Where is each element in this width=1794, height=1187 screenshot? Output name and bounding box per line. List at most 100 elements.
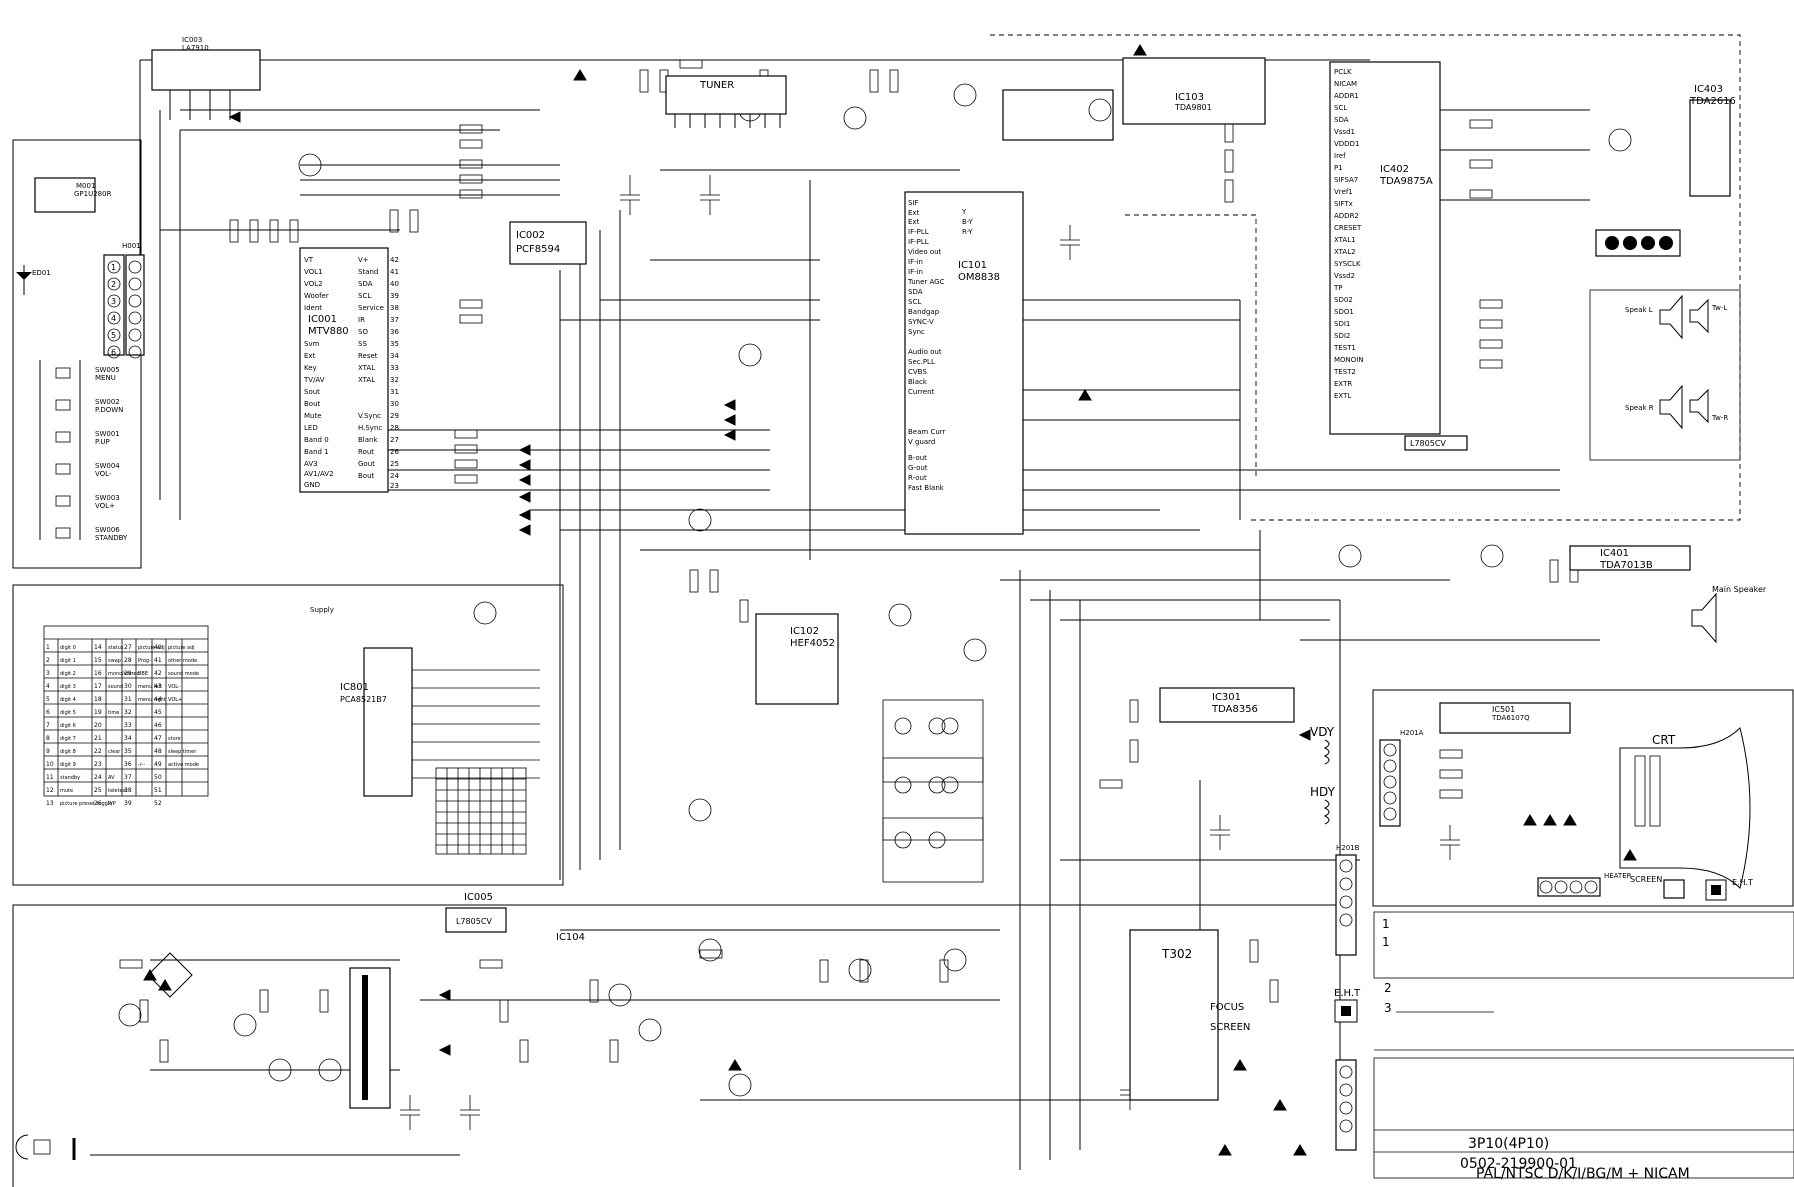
reg-label: L7805CV (1410, 439, 1446, 448)
ic001-pin-left: Sout (304, 388, 320, 396)
ic402-pin: EXTR (1334, 380, 1352, 388)
remote-table-cell: 8 (46, 735, 50, 742)
svg-text:SW001: SW001 (95, 430, 120, 438)
h001-pin-2: 2 (111, 280, 116, 289)
power-panel-frame (12, 904, 1340, 1187)
ic101-pin: Video out (908, 248, 942, 256)
speak-r-label: Speak R (1625, 404, 1654, 412)
hdy-label: HDY (1310, 785, 1336, 799)
ic001-pin-num: 24 (390, 472, 399, 480)
remote-table-cell: P/P (108, 801, 116, 807)
remote-table-cell: 30 (124, 683, 132, 690)
ic003-ref: IC003 (182, 36, 202, 44)
remote-table-cell: 28 (124, 657, 132, 664)
ic402-pin: SYSCLK (1334, 260, 1361, 268)
screen-label: SCREEN (1630, 875, 1662, 884)
svg-text:SW002: SW002 (95, 398, 120, 406)
tda9801-ic-frame (1002, 89, 1114, 141)
ic101-ref: IC101 (958, 260, 987, 271)
ic001-sig-right: IR (358, 316, 365, 324)
ic402-pin: VDDD1 (1334, 140, 1359, 148)
m001-part: GP1U280R (74, 190, 112, 198)
remote-key-table (43, 625, 209, 797)
ic001-pin-num: 39 (390, 292, 399, 300)
remote-table-cell: digit 0 (60, 645, 76, 651)
remote-table-cell: store (168, 736, 181, 742)
ic402-pin: P1 (1334, 164, 1343, 172)
ic001-sig-right: Service (358, 304, 384, 312)
ic001-pin-num: 32 (390, 376, 399, 384)
remote-table-cell: 22 (94, 748, 102, 755)
ic001-sig-right: H.Sync (358, 424, 382, 432)
remote-table-cell: 45 (154, 709, 162, 716)
remote-table-cell: 6 (46, 709, 50, 716)
remote-table-cell: 12 (46, 787, 54, 794)
remote-table-cell: 19 (94, 709, 102, 716)
t302-label: T302 (1161, 947, 1192, 961)
remote-panel-frame (12, 584, 564, 886)
ic101-pin: Ext (908, 209, 920, 217)
remote-table-cell: digit 1 (60, 658, 76, 664)
ic402-pin: SIFSA7 (1334, 176, 1358, 184)
ic402-pin: PCLK (1334, 68, 1352, 76)
remote-table-cell: 44 (154, 696, 162, 703)
remote-table-cell: -/-- (138, 762, 145, 768)
ic001-pin-num: 42 (390, 256, 399, 264)
ic101-block: IC101 OM8838 SIF Ext Ext IF-PLL IF-PLL V… (904, 191, 1024, 535)
remote-table-cell: 1 (46, 644, 50, 651)
ic001-pin-num: 25 (390, 460, 399, 468)
ic101-pin: Tuner AGC (907, 278, 945, 286)
remote-table-cell: 17 (94, 683, 102, 690)
remote-table-cell: BBE (138, 671, 148, 677)
ic101-pin: Beam Curr (908, 428, 946, 436)
ic402-pin: TEST1 (1333, 344, 1356, 352)
ic001-pin-left: Mute (304, 412, 322, 420)
ic101-pin: IF-in (908, 258, 923, 266)
ic001-pin-left: LED (304, 424, 318, 432)
ic101-pin: Current (908, 388, 935, 396)
remote-table-cell: 11 (46, 774, 54, 781)
speaker-terminal (1595, 229, 1681, 257)
ic102-ref: IC102 (790, 626, 819, 637)
eht-label: E.H.T (1334, 988, 1361, 999)
remote-table-cell: sound (108, 684, 123, 690)
remote-table-cell: sleep timer (168, 749, 197, 755)
ic101-pin: Y (961, 208, 967, 216)
ic005-type: L7805CV (456, 917, 492, 926)
speak-l-label: Speak L (1625, 306, 1653, 314)
remote-table-cell: 42 (154, 670, 162, 677)
ic001-pin-left: Key (304, 364, 317, 372)
ic101-pin: Black (908, 378, 928, 386)
remote-table-cell: digit 8 (60, 749, 76, 755)
ic001-ref: IC001 (308, 314, 337, 325)
ic005-ref: IC005 (464, 892, 493, 903)
ic001-pin-left: Band 0 (304, 436, 329, 444)
part-number: 0502-219900-01 (1460, 1156, 1577, 1172)
ic403-block: IC403 TDA2616 (1689, 84, 1736, 197)
remote-table-cell: 36 (124, 761, 132, 768)
remote-table-cell: teletext (108, 788, 127, 794)
eht-terminal: E.H.T (1334, 988, 1361, 1023)
ic402-type: TDA9875A (1379, 176, 1433, 187)
ed01-label: ED01 (32, 269, 51, 277)
main-speaker-label: Main Speaker (1712, 585, 1767, 594)
remote-table-cell: 21 (94, 735, 102, 742)
mains-input (15, 1134, 76, 1160)
diode-set (143, 44, 1637, 1156)
ic402-pin: SDI1 (1334, 320, 1350, 328)
ic402-pin: MONOIN (1334, 356, 1364, 364)
m001-ref: M001 (76, 182, 95, 190)
ic002-ref: IC002 (516, 230, 545, 241)
ic801-type: PCA8521B7 (340, 695, 387, 704)
remote-table-cell: 23 (94, 761, 102, 768)
tw-r-label: Tw-R (1711, 414, 1728, 422)
remote-table-cell: digit 5 (60, 710, 76, 716)
remote-table-cell: 32 (124, 709, 132, 716)
ic402-pin: NICAM (1334, 80, 1357, 88)
ic001-pin-num: 36 (390, 328, 399, 336)
title-block: 1 1 2 3 3P10(4P10) 0502-219900-01 PAL/NT… (1373, 911, 1794, 1182)
remote-table-cell: swap (108, 658, 121, 664)
